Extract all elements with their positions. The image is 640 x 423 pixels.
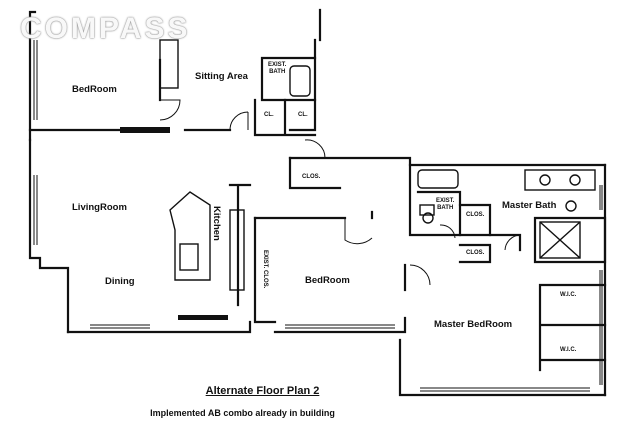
window-master-south (420, 387, 590, 392)
door-closet (439, 224, 456, 239)
room-label-wic-2: W.I.C. (560, 347, 577, 353)
room-label-exist-bath-mid: EXIST. BATH (436, 198, 455, 211)
room-label-closet-b: CL. (298, 112, 308, 118)
room-label-bedroom-2: BedRoom (305, 275, 350, 286)
toilet-mid (422, 212, 434, 224)
vanity-master (524, 169, 596, 191)
room-label-master-bedroom: Master BedRoom (434, 319, 513, 330)
room-label-dining: Dining (105, 276, 135, 287)
door-living (304, 139, 326, 159)
room-label-master-bath: Master Bath (502, 200, 557, 211)
kitchen-island (169, 191, 211, 281)
room-label-closet-mid: CLOS. (466, 212, 485, 218)
counter-living (229, 209, 245, 291)
sink-mid (419, 204, 435, 216)
wall-north-bedroom (28, 8, 322, 142)
bathtub-top (289, 65, 311, 97)
door-bedroom2 (344, 218, 373, 245)
bathtub-mid (417, 169, 459, 189)
wall-shower (533, 216, 607, 264)
sink-2 (569, 174, 581, 186)
room-label-kitchen: Kitchen (211, 206, 222, 241)
shower-cross (539, 221, 581, 259)
room-label-exist-bath-top: EXIST. BATH (268, 62, 287, 75)
plan-title: Alternate Floor Plan 2 (205, 385, 320, 397)
wall-west (28, 138, 70, 334)
room-label-exist-clos: EXIST. CLOS. (262, 250, 268, 289)
wall-master-south (398, 338, 607, 397)
wall-bath-top (260, 56, 317, 102)
window-bedroom2 (285, 324, 395, 329)
wall-bath-mid (416, 190, 462, 237)
wall-closet-hall (288, 156, 342, 190)
door-master (409, 264, 431, 286)
room-label-bedroom-1: BedRoom (72, 84, 117, 95)
door-bath (504, 234, 521, 251)
toilet-master (565, 200, 577, 212)
window-south-living (90, 324, 150, 329)
wall-master-bath (408, 163, 522, 252)
door-sitting (159, 99, 181, 121)
room-label-living-room: LivingRoom (72, 202, 127, 213)
kitchen-range (179, 243, 199, 271)
door-hall-1 (229, 111, 249, 131)
wall-strip-kitchen (178, 315, 228, 320)
wall-closets-mid (458, 203, 492, 264)
wall-bedroom2-south (273, 316, 407, 334)
window-master-east (599, 270, 603, 385)
room-label-closet-hall: CLOS. (302, 174, 321, 180)
room-label-closet-a: CL. (264, 112, 274, 118)
window-master (599, 185, 603, 210)
fireplace (159, 39, 179, 89)
room-label-sitting-area: Sitting Area (195, 71, 248, 82)
wall-bedroom2-west (253, 216, 277, 324)
wall-closets (253, 98, 317, 137)
shower-stall (539, 221, 581, 259)
watermark-logo: COMPASS (20, 12, 191, 45)
wall-bedroom2-north (253, 210, 374, 220)
window-west-2 (33, 175, 38, 245)
wall-sitting-east (288, 38, 317, 132)
sink-1 (539, 174, 551, 186)
room-label-closet-lower: CLOS. (466, 250, 485, 256)
plan-subtitle: Implemented AB combo already in building (150, 408, 335, 418)
wall-strip-bedroom (120, 127, 170, 133)
wall-kitchen (228, 183, 252, 307)
wall-wic (538, 283, 607, 372)
wall-corridor-north (288, 156, 607, 167)
wall-south-living (66, 320, 252, 334)
window-west-1 (33, 40, 38, 120)
room-label-wic-1: W.I.C. (560, 292, 577, 298)
